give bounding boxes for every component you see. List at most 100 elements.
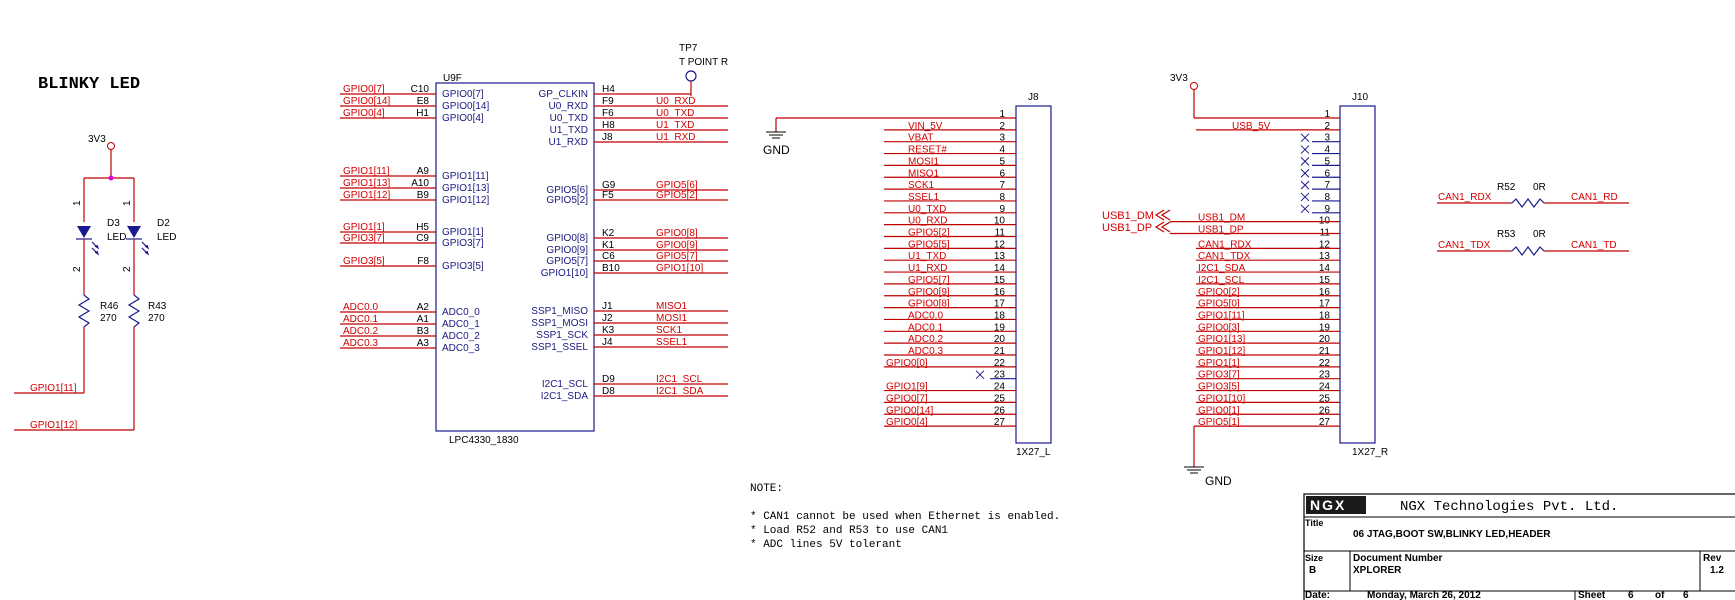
net-label: GPIO0[8]	[656, 228, 698, 239]
net-label: GPIO0[1]	[1198, 405, 1240, 416]
no-connect-icon	[1300, 157, 1310, 166]
pin-name: U0_RXD	[549, 101, 588, 112]
net-label: ADC0.0	[343, 302, 378, 313]
net-label: U0_TXD	[908, 204, 946, 215]
pin-name: GPIO5[7]	[546, 256, 588, 267]
net-label: GPIO1[12]	[1198, 346, 1245, 357]
net-label: VIN_5V	[908, 121, 943, 132]
net-label: CAN1_TDX	[1198, 251, 1251, 262]
pin-name: GPIO3[7]	[442, 238, 484, 249]
pin-number: 14	[994, 263, 1006, 274]
net-label: GPIO5[5]	[908, 239, 950, 250]
net-label: ADC0.2	[908, 334, 943, 345]
net-label: MOSI1	[656, 313, 688, 324]
j10-body	[1339, 105, 1376, 444]
no-connect-icon	[975, 370, 985, 380]
pin-name: GPIO1[10]	[541, 268, 588, 279]
pin-name: ADC0_1	[442, 319, 480, 330]
net-label: GPIO0[2]	[1198, 287, 1240, 298]
net-label: U0_TXD	[656, 108, 694, 119]
net-label: CAN1_RDX	[1198, 239, 1252, 250]
net-label: I2C1_SCL	[656, 374, 703, 385]
pin-name: GPIO1[13]	[442, 183, 489, 194]
pin-number: 16	[994, 287, 1006, 298]
net-label: GPIO0[0]	[886, 358, 928, 369]
net-label: U1_RXD	[656, 132, 695, 143]
pin-number: 3	[999, 133, 1005, 144]
pin-name: GPIO5[6]	[546, 185, 588, 196]
pin-number: C10	[411, 84, 430, 95]
net-label: USB1_DP	[1198, 225, 1244, 236]
pin-number: 20	[1319, 334, 1331, 345]
pin-number: 11	[995, 228, 1006, 239]
net-label: ADC0.3	[343, 338, 378, 349]
usb1-dm-offpage: USB1_DM	[1102, 210, 1154, 222]
resistor-r43-value: 270	[148, 313, 165, 324]
pin-number: 24	[994, 382, 1006, 393]
net-label: GPIO1[11]	[343, 166, 390, 177]
net-label: MOSI1	[908, 156, 940, 167]
j10-pin: 1	[1194, 109, 1340, 120]
note-line-2: * Load R52 and R53 to use CAN1	[750, 525, 948, 537]
pin-name: GPIO0[7]	[442, 89, 484, 100]
led-d3-value: LED	[107, 232, 126, 243]
pin-number: 27	[1319, 417, 1331, 428]
note-line-3: * ADC lines 5V tolerant	[750, 539, 902, 551]
tp7-value: T POINT R	[679, 57, 728, 68]
pin-number: B10	[602, 263, 620, 274]
net-label: MISO1	[656, 301, 688, 312]
pin-number: 7	[999, 180, 1005, 191]
net-label: U1_TXD	[908, 251, 946, 262]
pin-number: 13	[994, 251, 1006, 262]
pin-number: D9	[602, 374, 615, 385]
pin-number: 22	[994, 358, 1006, 369]
pin-number: A1	[417, 314, 430, 325]
j10-pins: 12USB_5V345678910USB1_DM11USB1_DP12CAN1_…	[1170, 109, 1340, 428]
resistor-r43	[127, 294, 141, 328]
no-connect-icon	[1300, 180, 1310, 190]
net-label: GPIO0[14]	[886, 405, 933, 416]
net-label: GPIO0[9]	[656, 240, 698, 251]
j8-pin: 9U0_TXD	[884, 204, 1016, 215]
sheet-number: 6	[1628, 590, 1634, 600]
company-name: NGX Technologies Pvt. Ltd.	[1400, 499, 1618, 515]
j8-pin: 1	[776, 109, 1016, 120]
document-number: XPLORER	[1353, 565, 1402, 576]
pin-number: E8	[417, 96, 430, 107]
pin-number: 13	[1319, 251, 1331, 262]
net-label: GPIO1[13]	[343, 178, 390, 189]
pin-name: GPIO0[4]	[442, 113, 484, 124]
pin-name: U1_TXD	[550, 125, 588, 136]
pin-name: SSP1_MISO	[531, 306, 588, 317]
net-label: GPIO3[7]	[1198, 370, 1240, 381]
usb1-dm-offpage-arrow	[1154, 209, 1171, 221]
rail-3v3-label-blinky: 3V3	[88, 134, 106, 145]
